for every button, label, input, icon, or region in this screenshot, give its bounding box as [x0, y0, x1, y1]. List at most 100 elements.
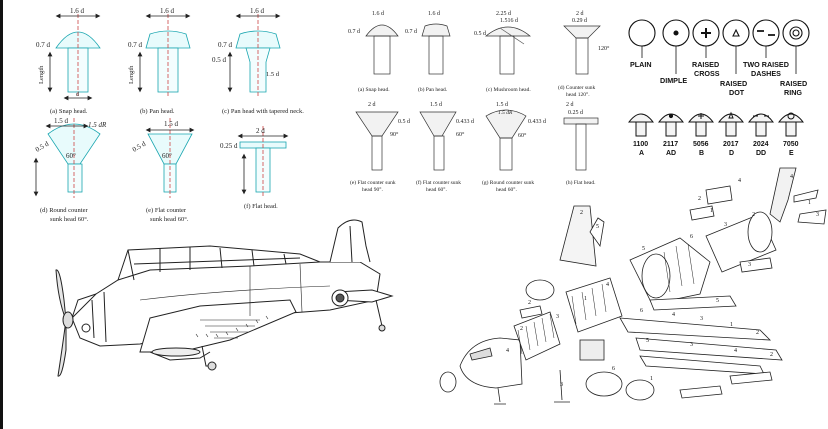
- alloy-code-1100: 1100: [633, 141, 648, 148]
- part-number-label: 2: [770, 352, 773, 358]
- d-label: d: [76, 92, 79, 98]
- figure-caption-line1: (d) Round counter: [40, 207, 88, 214]
- snap-head-rivet-figure-b: 1.6 d 0.7 d (a) Snap head.: [348, 11, 399, 93]
- rivet-heads-panel-b: 1.6 d 0.7 d (a) Snap head. 1.6 d 0.7 d (…: [348, 11, 610, 193]
- figure-caption: (f) Flat head.: [244, 203, 278, 210]
- pan-head-rivet-figure-b: 1.6 d 0.7 d (b) Pan head.: [405, 11, 451, 93]
- svg-text:2 d: 2 d: [566, 102, 574, 108]
- svg-text:0.25 d: 0.25 d: [568, 110, 583, 116]
- raised-dot-marking-circle: [722, 19, 750, 47]
- alloy-letter-d: D: [729, 150, 734, 157]
- part-number-label: 6: [690, 234, 693, 240]
- svg-text:120°: 120°: [598, 45, 610, 52]
- part-number-label: 2: [528, 300, 531, 306]
- fuselage-barrel-4: [705, 211, 777, 273]
- plain-label: PLAIN: [630, 60, 652, 69]
- part-number-label: 5: [716, 298, 719, 304]
- raised-dot-label-line1: RAISED: [720, 79, 747, 88]
- alloy-rivet-2024: [747, 113, 775, 137]
- svg-text:0.433 d: 0.433 d: [456, 119, 474, 125]
- dim-side-label: 0.7 d: [128, 41, 143, 49]
- rivet-head-markings-panel: PLAIN DIMPLE RAISED CROSS RAISED DOT TWO…: [627, 19, 810, 157]
- dim-top-label: 1.6 d: [70, 7, 85, 15]
- part-number-label: 3: [748, 262, 751, 268]
- part-number-label: 3: [690, 342, 693, 348]
- dim-r-label: 1.5 dR: [88, 121, 107, 129]
- flat-countersunk-90-rivet-figure-b: 2 d 0.5 d 90° (e) Flat counter sunk head…: [350, 102, 410, 193]
- round-countersunk-rivet-figure: 1.5 d 1.5 dR 0.5 d 60° (d) Round counter…: [33, 117, 107, 223]
- exploded-airliner-drawing: [439, 167, 827, 405]
- svg-text:1.5 dR: 1.5 dR: [498, 110, 513, 116]
- dim-side-label: 0.7 d: [218, 41, 233, 49]
- part-number-label: 4: [672, 312, 675, 318]
- part-number-label: 2: [756, 330, 759, 336]
- part-number-label: 4: [738, 178, 741, 184]
- alloy-rivet-7050: [777, 112, 805, 137]
- part-number-label: 2: [698, 196, 701, 202]
- plain-marking-circle: [628, 19, 656, 47]
- raised-ring-marking-circle: [782, 19, 810, 47]
- part-number-label: 1: [650, 376, 653, 382]
- part-number-label: 6: [612, 366, 615, 372]
- alloy-letter-dd: DD: [756, 150, 766, 157]
- dim-side-label: 0.25 d: [220, 142, 238, 150]
- alloy-rivet-2117: [657, 113, 685, 137]
- pan-head-rivet-figure: 1.6 d 0.7 d Length (b) Pan head.: [128, 7, 191, 115]
- dim-side-label: 0.5 d: [34, 140, 51, 154]
- svg-text:90°: 90°: [390, 131, 399, 138]
- figure-caption: (b) Pan head.: [418, 86, 448, 93]
- alloy-letter-e: E: [789, 150, 794, 157]
- svg-text:(d) Counter sunk: (d) Counter sunk: [558, 84, 596, 91]
- part-number-label: 1: [710, 208, 713, 214]
- alloy-code-2024: 2024: [753, 141, 769, 148]
- part-number-label: 3: [700, 316, 703, 322]
- part-number-label: 4: [506, 348, 509, 354]
- part-number-label: 3: [560, 382, 563, 388]
- snap-head-rivet-figure: 1.6 d 0.7 d Length d (a) Snap head.: [36, 7, 101, 115]
- part-number-label: 3: [556, 314, 559, 320]
- length-label: Length: [128, 65, 135, 84]
- flat-head-rivet-figure-b: 2 d 0.25 d (h) Flat head.: [563, 102, 599, 186]
- svg-text:1.5 d: 1.5 d: [430, 102, 442, 108]
- svg-text:head 60°.: head 60°.: [426, 186, 447, 193]
- alloy-letter-b: B: [699, 150, 704, 157]
- round-countersunk-60-rivet-figure-b: 1.5 d 1.5 dR 0.433 d 60° (g) Round count…: [482, 102, 546, 193]
- svg-text:2 d: 2 d: [576, 11, 584, 17]
- svg-text:1.5 d: 1.5 d: [496, 102, 508, 108]
- dim-side-label: 0.7 d: [36, 41, 51, 49]
- svg-text:head 120°.: head 120°.: [566, 91, 590, 98]
- svg-text:60°: 60°: [518, 132, 527, 139]
- dimple-label: DIMPLE: [660, 76, 687, 85]
- figure-caption: (a) Snap head.: [50, 108, 88, 115]
- part-number-label: 1: [808, 200, 811, 206]
- figure-caption-line2: sunk head 60°.: [50, 216, 89, 223]
- figure-caption: (h) Flat head.: [566, 179, 596, 186]
- fuselage-barrel-2: [565, 277, 623, 333]
- part-number-label: 2: [520, 326, 523, 332]
- two-dashes-label-line2: DASHES: [751, 69, 781, 78]
- svg-text:1.6 d: 1.6 d: [428, 11, 440, 17]
- raised-cross-marking-circle: [692, 19, 720, 47]
- raised-ring-label-line2: RING: [784, 88, 802, 97]
- two-dashes-label-line1: TWO RAISED: [743, 60, 789, 69]
- part-number-label: 5: [646, 338, 649, 344]
- figure-caption: (b) Pan head.: [140, 108, 175, 115]
- svg-text:0.433 d: 0.433 d: [528, 119, 546, 125]
- raised-cross-label-line1: RAISED: [692, 60, 719, 69]
- angle-label: 60°: [66, 152, 76, 160]
- raised-dot-label-line2: DOT: [729, 88, 745, 97]
- part-number-label: 5: [596, 224, 599, 230]
- figure-caption: (c) Pan head with tapered neck.: [222, 108, 304, 115]
- svg-text:0.29 d: 0.29 d: [572, 18, 587, 24]
- alloy-letter-a: A: [639, 150, 644, 157]
- figure-caption: (c) Mushroom head.: [486, 86, 531, 93]
- fuselage-barrel-3: [629, 237, 711, 305]
- part-number-label: 4: [790, 174, 793, 180]
- alloy-rivet-5056: [687, 113, 715, 137]
- alloy-rivet-1100: [627, 113, 655, 137]
- alloy-code-2017: 2017: [723, 141, 739, 148]
- svg-text:60°: 60°: [456, 131, 465, 138]
- part-number-label: 4: [734, 348, 737, 354]
